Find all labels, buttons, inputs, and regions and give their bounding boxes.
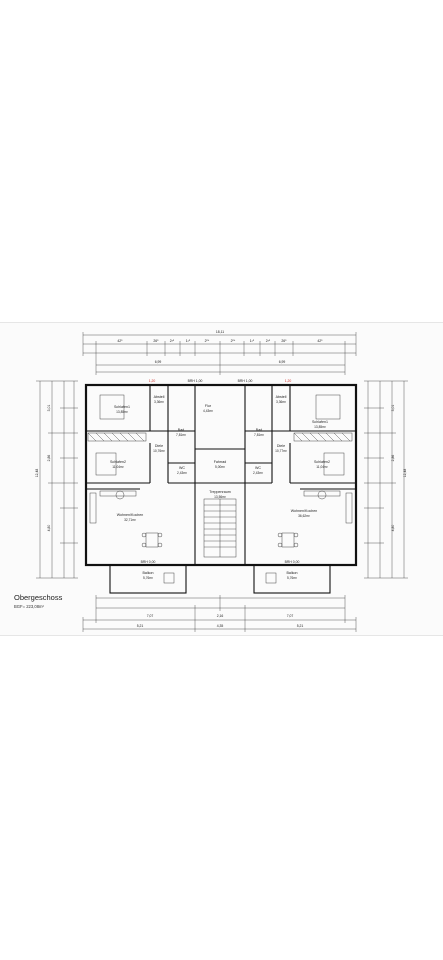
opening-note-red: 1,20 xyxy=(149,379,156,383)
building-walls xyxy=(84,383,358,567)
floor-plan-sheet: 18,11 42⁵ 26⁵ 2³⁵ 1¹⁵ 2⁰⁶ 2⁰⁶ 1¹⁵ 2³⁵ 26… xyxy=(0,322,443,636)
room-name: Schlafen1 xyxy=(312,420,328,424)
room-area: 3,36m² xyxy=(154,400,164,404)
room-name: Schlafen1 xyxy=(114,405,130,409)
top-dim: 2⁰⁶ xyxy=(231,339,236,343)
bottom-dimension-lines: 7,07 2,16 7,07 5,21 4,35 5,21 xyxy=(82,595,357,632)
bottom-dim: 4,35 xyxy=(217,624,224,628)
room-name: Flur xyxy=(205,404,212,408)
room-area: 5,76m² xyxy=(143,576,153,580)
room-area: 7,81m² xyxy=(254,433,264,437)
balconies xyxy=(109,564,331,594)
overall-width: 18,11 xyxy=(216,330,224,334)
unit-width-left: 6,99 xyxy=(155,360,162,364)
opening-note: BRH 1,00 xyxy=(188,379,203,383)
bottom-dim: 7,07 xyxy=(287,614,294,618)
floor-plan: 18,11 42⁵ 26⁵ 2³⁵ 1¹⁵ 2⁰⁶ 2⁰⁶ 1¹⁵ 2³⁵ 26… xyxy=(14,330,408,632)
opening-note: BRH 0,00 xyxy=(141,560,156,564)
room-area: 11,04m² xyxy=(316,465,327,469)
furniture xyxy=(89,490,353,548)
room-labels-right: Schlafen1 13,85m² Abstell 3,36m² Bad 7,8… xyxy=(253,395,330,580)
room-name: Wohnen/Kochen xyxy=(117,513,144,517)
bottom-dim: 2,16 xyxy=(217,614,224,618)
room-area: 2,43m² xyxy=(177,471,187,475)
top-dim: 42⁵ xyxy=(117,339,123,343)
room-name: Diele xyxy=(277,444,285,448)
room-area: 3,36m² xyxy=(276,400,286,404)
opening-note: BRH 0,00 xyxy=(285,560,300,564)
room-name: Balkon xyxy=(143,571,154,575)
top-dim: 2³⁵ xyxy=(266,339,271,343)
room-labels-left: Schlafen1 13,85m² Abstell 3,36m² Bad 7,8… xyxy=(110,395,187,580)
room-name: WC xyxy=(179,466,185,470)
left-dimension-lines: 12,48 3,01 2,86 4,80 xyxy=(35,380,78,579)
room-area: 5,76m² xyxy=(287,576,297,580)
room-area: 32,71m² xyxy=(124,518,136,522)
opening-note: BRH 1,00 xyxy=(238,379,253,383)
left-dim: 2,86 xyxy=(47,455,51,462)
room-name: Abstell xyxy=(154,395,165,399)
plan-title: Obergeschoss xyxy=(14,593,63,602)
left-dim: 4,80 xyxy=(47,525,51,532)
room-name: Diele xyxy=(155,444,163,448)
room-name: Treppenraum xyxy=(209,490,230,494)
room-area: 7,81m² xyxy=(176,433,186,437)
top-dim: 26⁵ xyxy=(153,339,159,343)
top-dimension-lines: 18,11 42⁵ 26⁵ 2³⁵ 1¹⁵ 2⁰⁶ 2⁰⁶ 1¹⁵ 2³⁵ 26… xyxy=(82,330,357,375)
opening-notes: BRH 1,00 BRH 1,00 1,20 1,20 BRH 0,00 BRH… xyxy=(141,379,300,564)
opening-note-red: 1,20 xyxy=(285,379,292,383)
room-name: Schlafen2 xyxy=(110,460,126,464)
room-area: 13,56m² xyxy=(214,495,226,499)
room-name: Bad xyxy=(178,428,184,432)
room-name: Abstell xyxy=(276,395,287,399)
room-area: 5,00m² xyxy=(215,465,225,469)
top-dim: 1¹⁵ xyxy=(186,339,191,343)
top-dim: 1¹⁵ xyxy=(250,339,255,343)
room-name: Fahrrad xyxy=(214,460,227,464)
room-area: 36,62m² xyxy=(298,514,310,518)
top-dim: 2³⁵ xyxy=(170,339,175,343)
room-area: 10,77m² xyxy=(275,449,287,453)
bottom-dim: 5,21 xyxy=(297,624,304,628)
room-area: 4,43m² xyxy=(203,409,213,413)
bottom-dim: 5,21 xyxy=(137,624,144,628)
room-labels-center: Flur 4,43m² Fahrrad 5,00m² Treppenraum 1… xyxy=(203,404,231,499)
left-dim: 12,48 xyxy=(35,469,39,478)
right-dimension-lines: 12,48 3,01 2,86 4,80 xyxy=(364,380,408,579)
plan-subtitle: BGF= 223,08m² xyxy=(14,604,45,609)
top-dim: 26⁵ xyxy=(281,339,287,343)
room-name: Balkon xyxy=(287,571,298,575)
right-dim: 12,48 xyxy=(403,469,407,478)
right-dim: 4,80 xyxy=(391,525,395,532)
room-area: 13,85m² xyxy=(116,410,128,414)
room-area: 13,85m² xyxy=(314,425,326,429)
left-dim: 3,01 xyxy=(47,405,51,412)
top-dim: 2⁰⁶ xyxy=(205,339,210,343)
room-name: Bad xyxy=(256,428,262,432)
right-dim: 3,01 xyxy=(391,405,395,412)
staircase xyxy=(203,498,237,558)
wardrobes xyxy=(87,432,353,442)
room-name: Schlafen2 xyxy=(314,460,330,464)
beds xyxy=(95,394,345,476)
room-area: 2,43m² xyxy=(253,471,263,475)
bottom-dim: 7,07 xyxy=(147,614,154,618)
room-name: WC xyxy=(255,466,261,470)
room-area: 11,04m² xyxy=(112,465,123,469)
top-dim: 42⁵ xyxy=(317,339,323,343)
room-name: Wohnen/Kochen xyxy=(291,509,318,513)
right-dim: 2,86 xyxy=(391,455,395,462)
room-area: 10,76m² xyxy=(153,449,165,453)
unit-width-right: 6,99 xyxy=(279,360,286,364)
